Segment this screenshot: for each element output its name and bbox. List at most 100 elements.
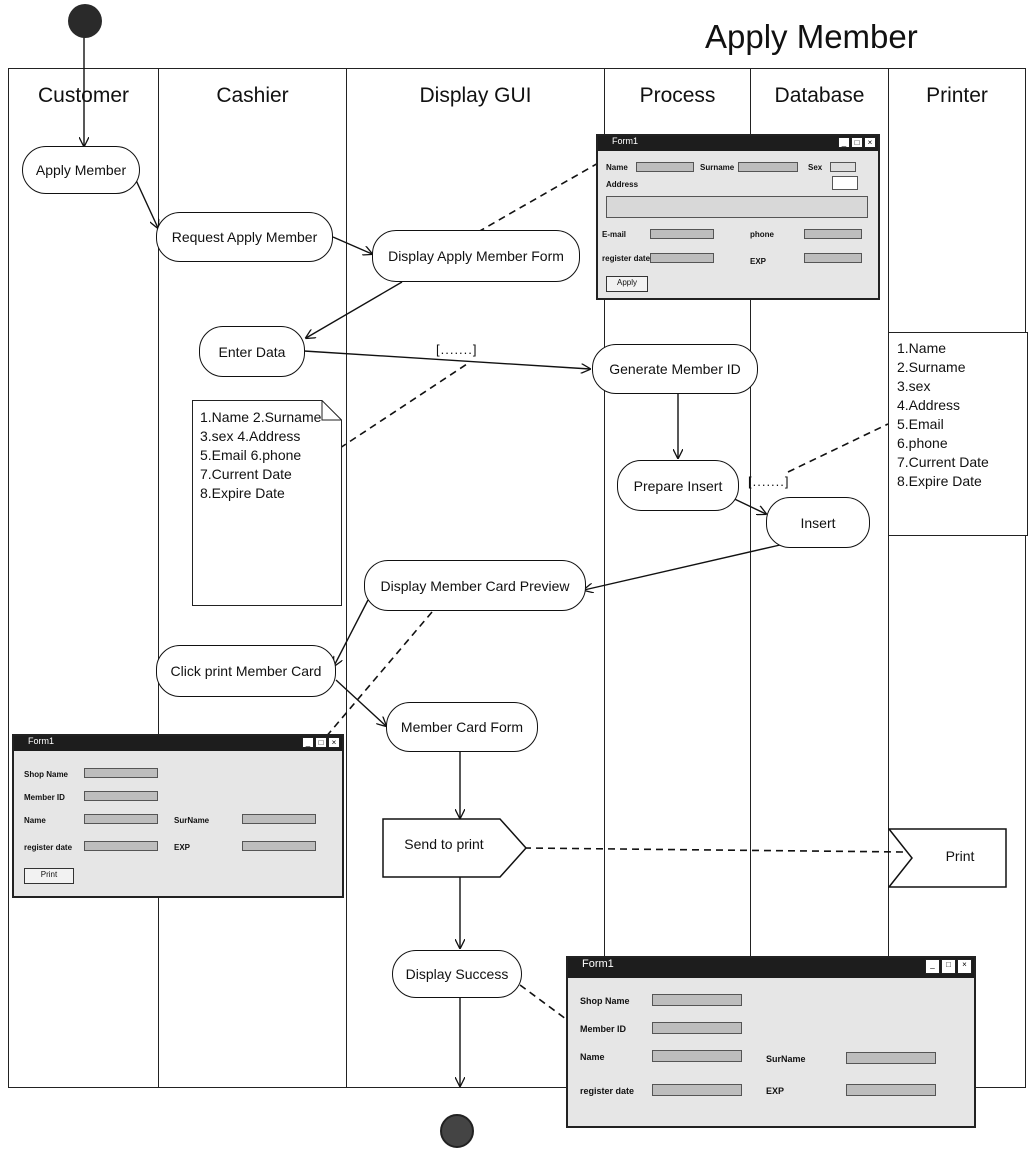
note-fields-left: 1.Name 2.Surname 3.sex 4.Address 5.Email… xyxy=(192,400,342,606)
print-button: Print xyxy=(24,868,74,884)
send-to-print-label: Send to print xyxy=(404,836,484,852)
lane-header: Display GUI xyxy=(419,84,532,107)
field-label: Sex xyxy=(808,163,823,172)
lane-header: Printer xyxy=(926,84,988,107)
lane-header: Database xyxy=(774,84,865,107)
note-item: 4.Address xyxy=(237,428,301,444)
apply-member-form-window: Form1 _□× Name Surname Sex Address E-mai… xyxy=(596,134,880,300)
field-label: Address xyxy=(606,180,639,189)
exp-field xyxy=(846,1084,936,1096)
lane-header: Process xyxy=(639,84,716,107)
note-item: 7.Current Date xyxy=(200,466,292,482)
maximize-icon: □ xyxy=(851,137,863,148)
initial-node xyxy=(68,4,102,38)
surname-field xyxy=(846,1052,936,1064)
action-display-apply-member-form: Display Apply Member Form xyxy=(372,230,580,282)
name-field xyxy=(84,814,158,824)
email-field xyxy=(650,229,714,239)
action-member-card-form: Member Card Form xyxy=(386,702,538,752)
window-title: Form1 xyxy=(28,736,55,746)
shop-name-field xyxy=(84,768,158,778)
action-request-apply-member: Request Apply Member xyxy=(156,212,333,262)
field-label: Name xyxy=(24,816,46,825)
window-title: Form1 xyxy=(612,136,639,146)
print-label: Print xyxy=(945,848,975,864)
surname-field xyxy=(242,814,316,824)
window-titlebar: Form1 _□× xyxy=(568,958,974,978)
field-label: SurName xyxy=(766,1054,806,1064)
note-item: 8.Expire Date xyxy=(200,485,285,501)
field-label: EXP xyxy=(750,257,767,266)
field-label: Surname xyxy=(700,163,735,172)
receive-signal-shape xyxy=(888,828,1007,888)
field-label: EXP xyxy=(174,843,191,852)
field-label: Shop Name xyxy=(24,770,69,779)
window-titlebar: Form1 _□× xyxy=(14,736,342,751)
field-label: E-mail xyxy=(602,230,627,239)
register-date-field xyxy=(652,1084,742,1096)
swimlanes: Customer Cashier Display GUI Process Dat… xyxy=(8,68,1028,1088)
note-item: 2.Surname xyxy=(897,359,966,375)
minimize-icon: _ xyxy=(302,737,314,748)
close-icon: × xyxy=(957,959,972,974)
note-item: 6.phone xyxy=(897,435,948,451)
member-id-field xyxy=(84,791,158,801)
action-insert: Insert xyxy=(766,497,870,548)
name-field xyxy=(636,162,694,172)
guard-label: [.......] xyxy=(436,342,478,357)
field-label: register date xyxy=(24,843,73,852)
note-item: 1.Name xyxy=(200,409,250,425)
note-item: 7.Current Date xyxy=(897,454,989,470)
close-icon: × xyxy=(864,137,876,148)
lane-header: Cashier xyxy=(216,84,289,107)
address-field xyxy=(606,196,868,218)
member-card-form-window: Form1 _□× Shop Name Member ID Name SurNa… xyxy=(12,734,344,898)
minimize-icon: _ xyxy=(925,959,940,974)
field-label: EXP xyxy=(766,1086,785,1096)
lane-header: Customer xyxy=(37,84,130,107)
field-label: Member ID xyxy=(24,793,65,802)
lane-printer: Printer xyxy=(888,68,1026,1088)
note-item: 5.Email xyxy=(897,416,944,432)
note-fields-right: 1.Name 2.Surname 3.sex 4.Address 5.Email… xyxy=(888,332,1028,536)
field-label: phone xyxy=(750,230,774,239)
action-enter-data: Enter Data xyxy=(199,326,305,377)
sex-select xyxy=(830,162,856,172)
lane-customer: Customer xyxy=(8,68,158,1088)
minimize-icon: _ xyxy=(838,137,850,148)
shop-name-field xyxy=(652,994,742,1006)
field-label: Shop Name xyxy=(580,996,630,1006)
note-item: 3.sex xyxy=(200,428,234,444)
note-item: 4.Address xyxy=(897,397,961,413)
register-date-field xyxy=(84,841,158,851)
window-title: Form1 xyxy=(582,958,614,970)
window-titlebar: Form1 _□× xyxy=(598,136,878,151)
action-click-print-member-card: Click print Member Card xyxy=(156,645,336,697)
action-display-member-card-preview: Display Member Card Preview xyxy=(364,560,586,611)
register-date-field xyxy=(650,253,714,263)
field-label: SurName xyxy=(174,816,210,825)
final-node xyxy=(440,1114,474,1148)
field-label: register date xyxy=(580,1086,635,1096)
phone-field xyxy=(804,229,862,239)
note-item: 6.phone xyxy=(250,447,302,463)
apply-button: Apply xyxy=(606,276,648,292)
action-display-success: Display Success xyxy=(392,950,522,998)
note-item: 5.Email xyxy=(200,447,247,463)
guard-label: [.......] xyxy=(748,474,790,489)
send-signal-shape xyxy=(382,818,528,878)
close-icon: × xyxy=(328,737,340,748)
name-field xyxy=(652,1050,742,1062)
field-label: Name xyxy=(606,163,628,172)
surname-field xyxy=(738,162,798,172)
action-generate-member-id: Generate Member ID xyxy=(592,344,758,394)
field-label: Member ID xyxy=(580,1024,627,1034)
member-id-field xyxy=(652,1022,742,1034)
note-item: 3.sex xyxy=(897,378,931,394)
note-item: 2.Surname xyxy=(252,409,322,425)
sex-list xyxy=(832,176,858,190)
note-item: 8.Expire Date xyxy=(897,473,982,489)
exp-field xyxy=(242,841,316,851)
maximize-icon: □ xyxy=(315,737,327,748)
maximize-icon: □ xyxy=(941,959,956,974)
